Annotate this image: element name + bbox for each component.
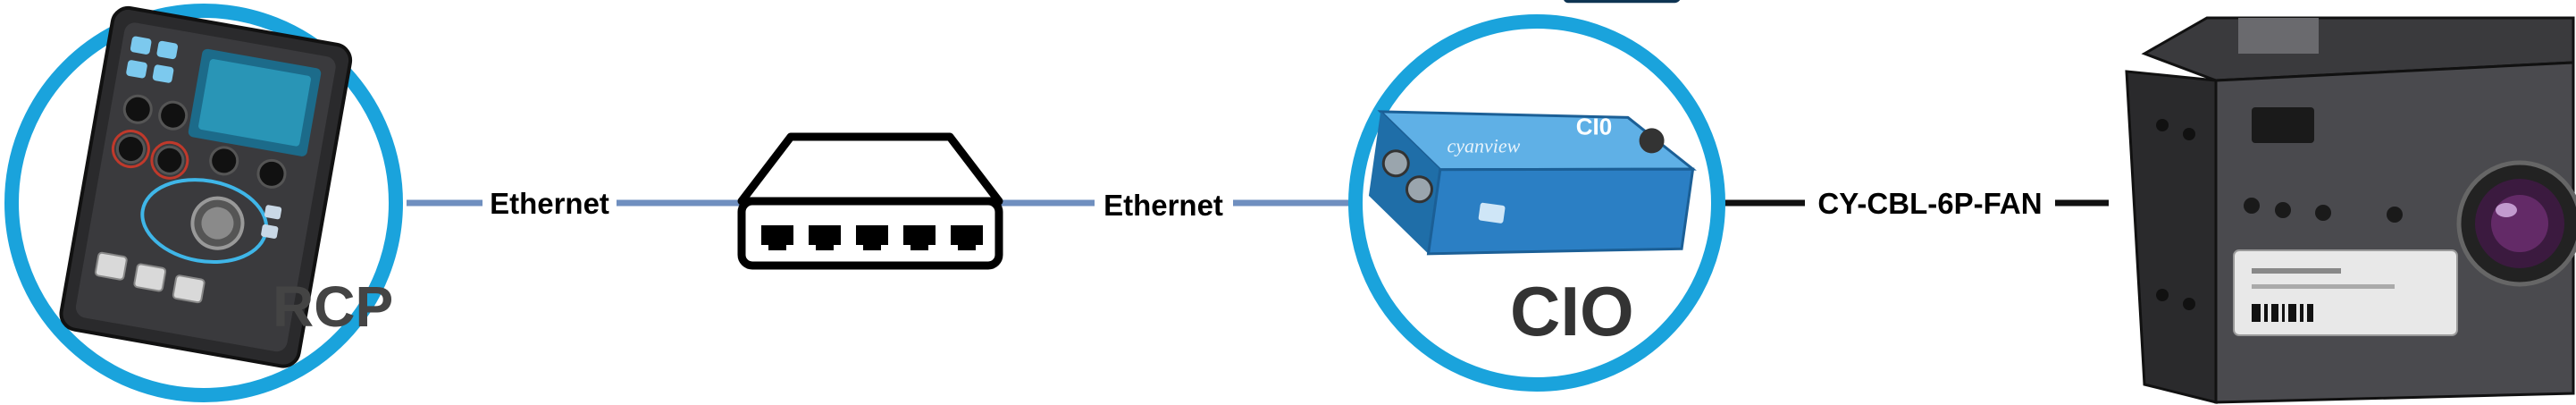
switch-front-panel (737, 197, 1003, 270)
ethernet-label-2: Ethernet (1103, 189, 1223, 222)
network-switch-icon (737, 132, 1003, 270)
cio-node: CI0 cyanview CIO (1348, 0, 1725, 392)
cio-device-image: CI0 cyanview (1368, 0, 1697, 256)
svg-text:CI0: CI0 (1576, 114, 1612, 140)
connection-switch-cio: Ethernet (1001, 185, 1354, 222)
cio-label: CIO (1510, 272, 1634, 350)
connection-rcp-switch: Ethernet (407, 185, 742, 221)
switch-ports (761, 225, 983, 250)
ethernet-label-bg-2 (1095, 185, 1233, 221)
svg-text:cyanview: cyanview (1447, 135, 1521, 157)
cable-label: CY-CBL-6P-FAN (1817, 187, 2042, 220)
switch-top-outline (737, 132, 1003, 206)
rcp-label: RCP (273, 274, 393, 339)
ethernet-label-1: Ethernet (490, 187, 609, 220)
cable-label-bg (1805, 184, 2055, 222)
rcp-device-image (59, 5, 353, 368)
rcp-node: RCP (4, 4, 403, 402)
ethernet-label-bg-1 (482, 185, 617, 221)
camera-label-sticker (2233, 249, 2458, 336)
camera-lens (2456, 160, 2576, 287)
camera-block-image (2125, 16, 2576, 404)
connection-cio-camera: CY-CBL-6P-FAN (1720, 184, 2109, 222)
